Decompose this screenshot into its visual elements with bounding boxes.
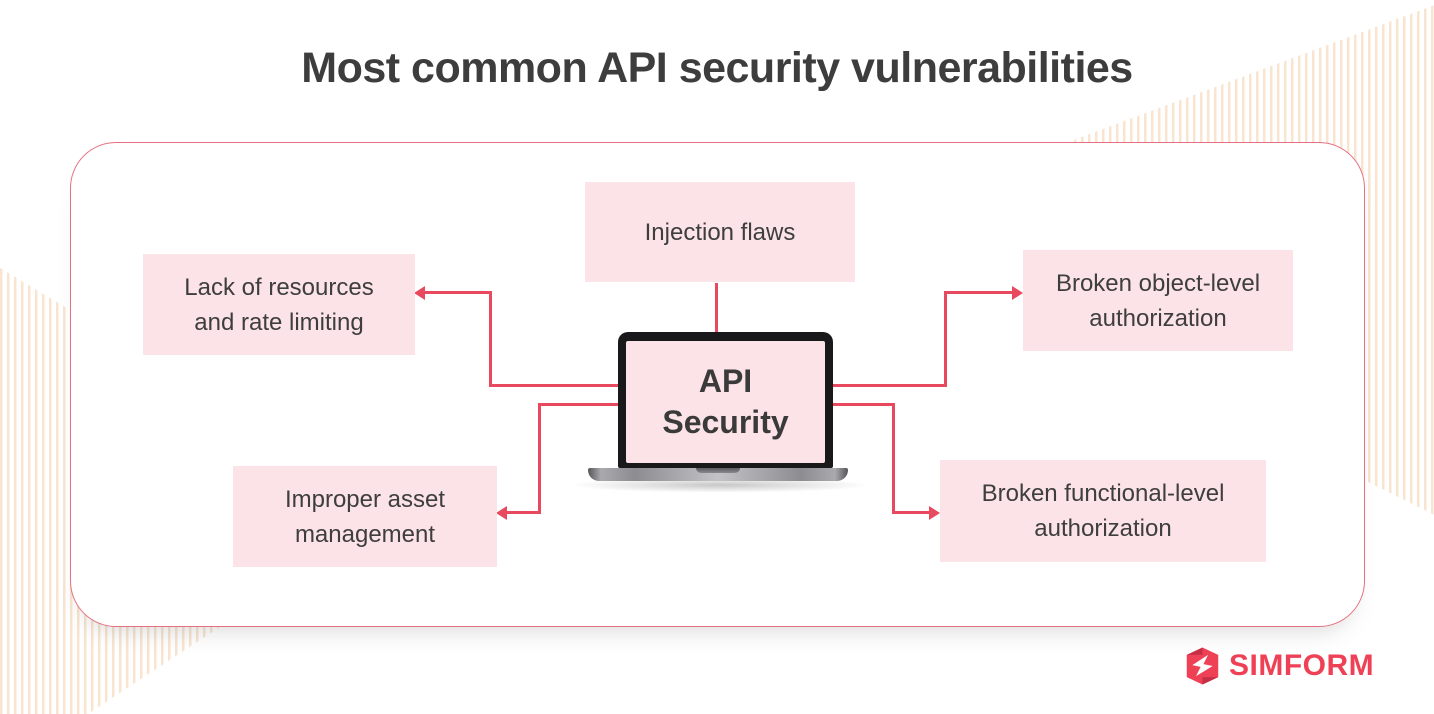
node-label: Broken functional-level authorization	[981, 480, 1225, 542]
node-improper-asset: Improper asset management	[233, 466, 497, 567]
connector-functional-v	[892, 403, 895, 514]
simform-wordmark: SIMFORM	[1229, 649, 1375, 682]
laptop-screen: API Security	[618, 332, 833, 468]
laptop-base	[588, 468, 848, 481]
laptop-display: API Security	[626, 341, 825, 463]
connector-injection	[715, 283, 718, 334]
connector-improper-h1	[538, 403, 640, 406]
connector-improper-v	[538, 403, 541, 514]
connector-lack-h1	[489, 384, 640, 387]
node-label: Improper asset management	[284, 485, 446, 548]
laptop-shadow	[565, 477, 875, 493]
connector-lack-v	[489, 291, 492, 387]
connector-functional-h2	[892, 511, 932, 514]
simform-logo: SIMFORM	[1184, 646, 1374, 686]
connector-lack-h2	[424, 291, 492, 294]
connector-improper-h2	[505, 511, 541, 514]
node-lack-of-resources: Lack of resources and rate limiting	[143, 254, 415, 355]
node-broken-object-level: Broken object-level authorization	[1023, 250, 1293, 351]
arrowhead-right-icon	[929, 506, 940, 520]
connector-object-h2	[945, 291, 1015, 294]
node-injection-flaws: Injection flaws	[585, 182, 855, 282]
simform-logo-icon	[1186, 647, 1219, 685]
arrowhead-left-icon	[414, 286, 425, 300]
node-broken-functional-level: Broken functional-level authorization	[940, 460, 1266, 562]
connector-object-h1	[833, 384, 947, 387]
arrowhead-right-icon	[1012, 286, 1023, 300]
node-label: Broken object-level authorization	[1055, 269, 1261, 332]
laptop-notch	[696, 468, 740, 473]
arrowhead-left-icon	[496, 506, 507, 520]
page-title: Most common API security vulnerabilities	[301, 44, 1133, 92]
connector-object-v	[944, 291, 947, 387]
api-security-label: API Security	[662, 363, 789, 440]
node-label: Lack of resources and rate limiting	[184, 273, 374, 336]
connector-functional-h1	[833, 403, 895, 406]
node-label: Injection flaws	[644, 218, 796, 246]
